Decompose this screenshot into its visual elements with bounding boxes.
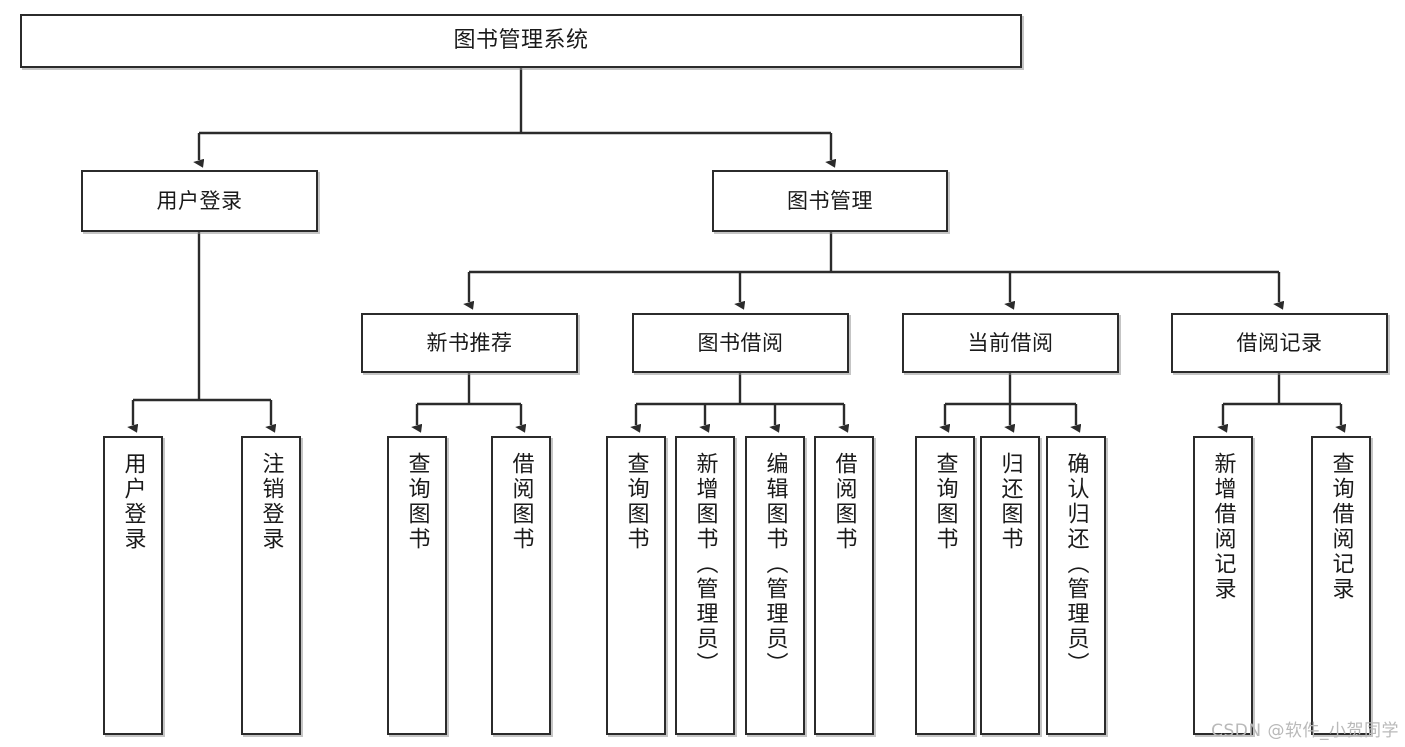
node-leaf-edit-book[interactable]: 编辑图书（管理员） [745, 436, 805, 735]
node-leaf-return-book[interactable]: 归还图书 [980, 436, 1040, 735]
node-label: 用户登录 [120, 452, 146, 552]
node-user-login[interactable]: 用户登录 [81, 170, 318, 232]
node-leaf-confirm-return[interactable]: 确认归还（管理员） [1046, 436, 1106, 735]
node-label: 借阅图书 [831, 452, 857, 552]
node-label: 编辑图书（管理员） [762, 452, 788, 677]
node-current-borrow[interactable]: 当前借阅 [902, 313, 1119, 373]
csdn-watermark: CSDN @软件_小贺同学 [1211, 721, 1399, 741]
node-leaf-user-login[interactable]: 用户登录 [103, 436, 163, 735]
node-label: 新书推荐 [426, 330, 513, 355]
node-label: 借阅记录 [1236, 330, 1323, 355]
node-label: 查询借阅记录 [1328, 452, 1354, 602]
node-label: 图书管理系统 [453, 28, 589, 54]
node-leaf-logout-login[interactable]: 注销登录 [241, 436, 301, 735]
node-leaf-query-book-3[interactable]: 查询图书 [915, 436, 975, 735]
node-book-borrow[interactable]: 图书借阅 [632, 313, 849, 373]
node-label: 确认归还（管理员） [1063, 452, 1089, 677]
node-label: 图书借阅 [697, 330, 784, 355]
node-leaf-add-record[interactable]: 新增借阅记录 [1193, 436, 1253, 735]
node-label: 查询图书 [932, 452, 958, 552]
node-label: 借阅图书 [508, 452, 534, 552]
node-label: 新增图书（管理员） [692, 452, 718, 677]
node-leaf-query-record[interactable]: 查询借阅记录 [1311, 436, 1371, 735]
node-label: 新增借阅记录 [1210, 452, 1236, 602]
node-label: 归还图书 [997, 452, 1023, 552]
node-label: 当前借阅 [967, 330, 1054, 355]
node-leaf-add-book[interactable]: 新增图书（管理员） [675, 436, 735, 735]
node-root-book-management-system[interactable]: 图书管理系统 [20, 14, 1022, 68]
node-book-manage[interactable]: 图书管理 [712, 170, 948, 232]
node-label: 用户登录 [156, 188, 243, 213]
node-leaf-query-book-1[interactable]: 查询图书 [387, 436, 447, 735]
node-label: 注销登录 [258, 452, 284, 552]
node-label: 查询图书 [623, 452, 649, 552]
node-label: 查询图书 [404, 452, 430, 552]
node-leaf-borrow-book-2[interactable]: 借阅图书 [814, 436, 874, 735]
node-leaf-query-book-2[interactable]: 查询图书 [606, 436, 666, 735]
node-leaf-borrow-book-1[interactable]: 借阅图书 [491, 436, 551, 735]
node-borrow-record[interactable]: 借阅记录 [1171, 313, 1388, 373]
node-new-book-recommend[interactable]: 新书推荐 [361, 313, 578, 373]
node-label: 图书管理 [787, 188, 873, 213]
